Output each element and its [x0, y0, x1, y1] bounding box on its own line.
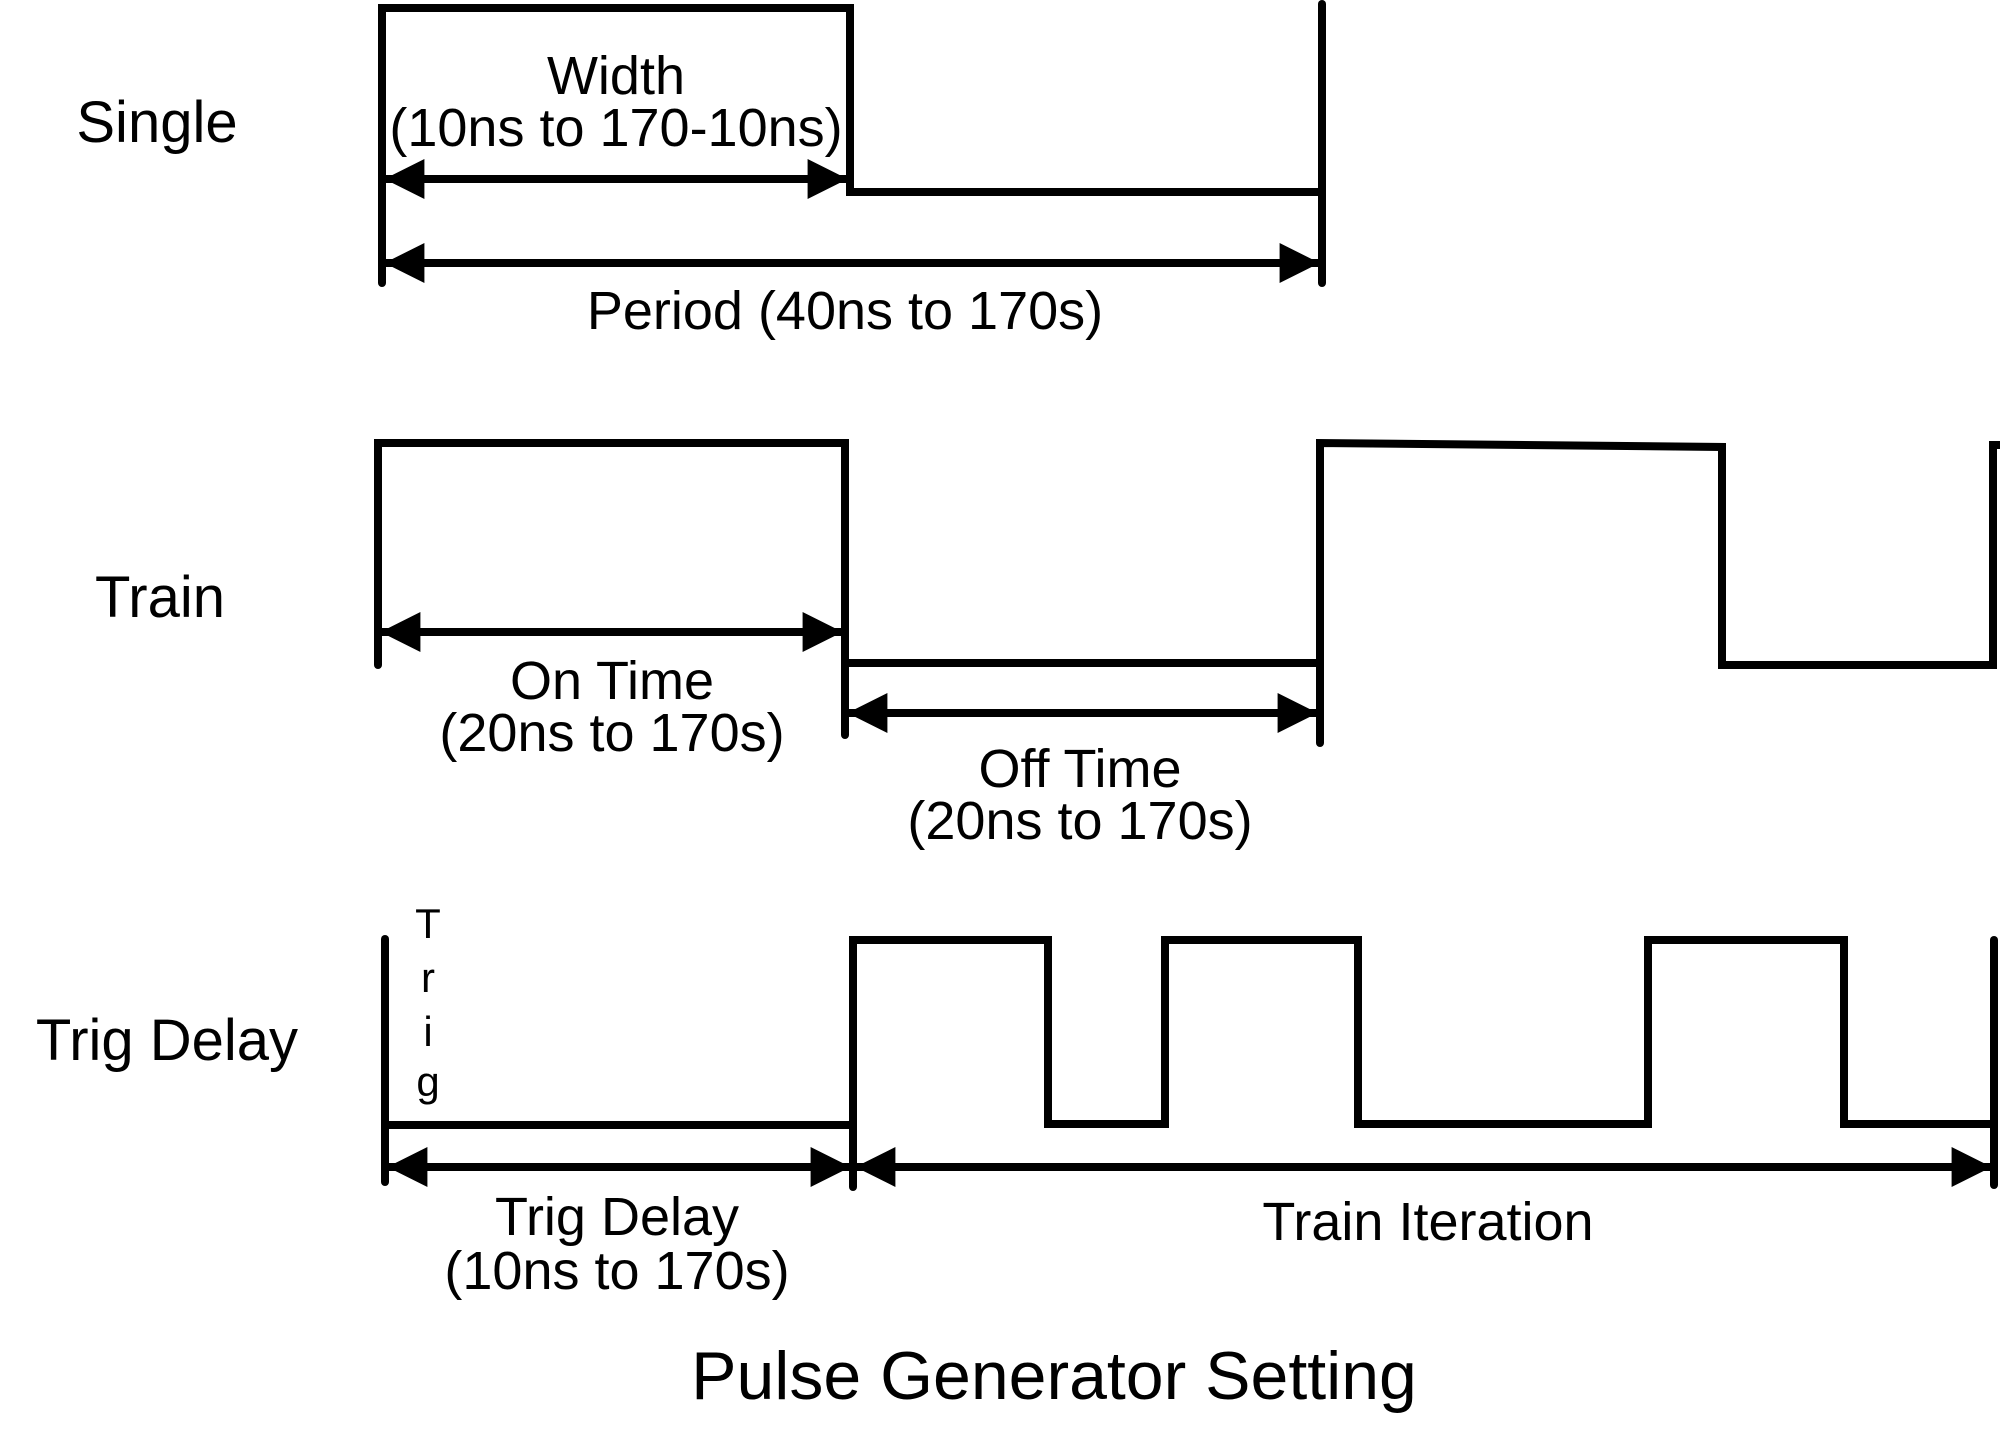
- width-range-label: (10ns to 170-10ns): [389, 98, 842, 158]
- off-time-range-label: (20ns to 170s): [907, 791, 1252, 851]
- trig-delay-row: Trig Delay T r i g Trig Delay (10ns to 1…: [36, 900, 1998, 1301]
- train-pulse2-waveform: [1316, 438, 2000, 747]
- trig-delay-range-label: (10ns to 170s): [444, 1241, 789, 1301]
- trig-delay-row-label: Trig Delay: [36, 1008, 298, 1073]
- trig-marker-letter-r: r: [421, 954, 435, 1001]
- trig-marker-letter-t: T: [415, 900, 441, 947]
- train-pulse1-waveform: [374, 439, 849, 739]
- off-time-label: Off Time: [978, 739, 1181, 799]
- trig-marker-letter-i: i: [423, 1008, 432, 1055]
- trig-delay-pulse-train-waveform: [849, 936, 1998, 1191]
- trig-marker-letter-g: g: [416, 1058, 439, 1105]
- on-time-range-label: (20ns to 170s): [439, 703, 784, 763]
- width-label: Width: [547, 46, 685, 106]
- on-time-label: On Time: [510, 651, 714, 711]
- single-row: Single Width (10ns to 170-10ns) Period (…: [76, 0, 1326, 341]
- train-iteration-label: Train Iteration: [1262, 1192, 1593, 1252]
- trig-delay-label: Trig Delay: [495, 1187, 739, 1247]
- period-label: Period (40ns to 170s): [587, 281, 1103, 341]
- train-row-label: Train: [95, 565, 225, 630]
- single-pulse-waveform: [378, 4, 1326, 287]
- train-row: Train On Time (20ns to 170s) Off Time (2…: [95, 438, 2000, 851]
- single-row-label: Single: [76, 90, 237, 155]
- diagram-title: Pulse Generator Setting: [691, 1338, 1417, 1414]
